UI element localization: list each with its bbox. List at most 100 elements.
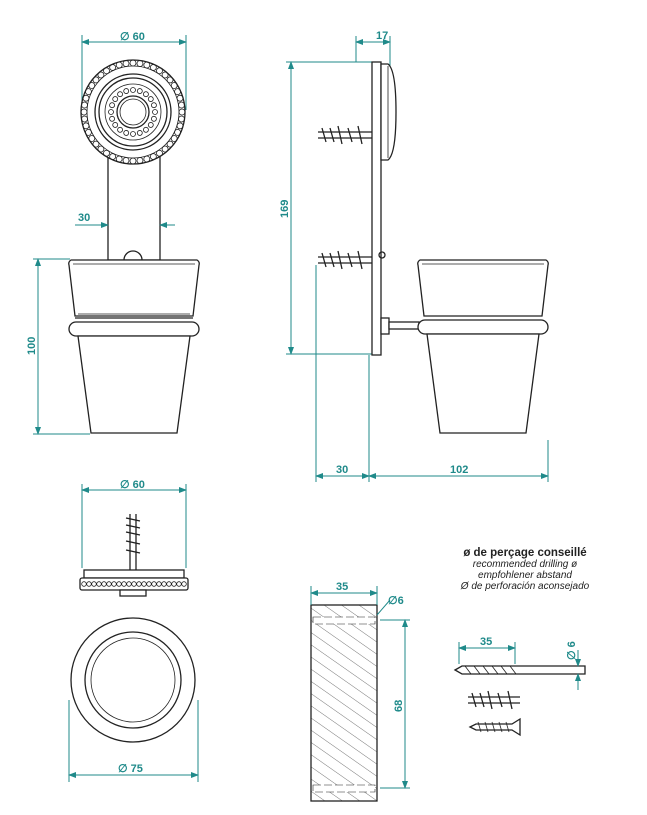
bead [103, 149, 110, 157]
bead [115, 155, 123, 163]
bead [82, 122, 90, 130]
bead [143, 126, 149, 133]
note-german: empfohlener abstand [478, 570, 572, 581]
front-view: ∅ 60 30 100 [26, 31, 200, 435]
bead [103, 67, 110, 75]
bead [85, 88, 92, 96]
bead [92, 140, 100, 148]
bead [176, 122, 184, 130]
drill-diameter-label: ∅ 6 [566, 641, 578, 660]
bead [116, 581, 122, 587]
bead [129, 59, 137, 67]
rosette-front [80, 59, 186, 165]
bead [136, 60, 144, 67]
bead [166, 140, 174, 148]
rosette-side [380, 63, 397, 161]
side-view: 17 169 30 102 [279, 30, 549, 482]
bead [143, 155, 151, 163]
drill-length-label: 35 [480, 636, 492, 648]
bead [151, 115, 157, 122]
front-diameter-label: ∅ 60 [120, 31, 145, 43]
wall-plug-upper [318, 125, 372, 145]
bead [80, 108, 88, 116]
bead [96, 581, 102, 587]
bead [166, 76, 174, 84]
bead [106, 581, 112, 587]
bead [122, 60, 130, 67]
bead [174, 88, 181, 96]
bead [156, 67, 163, 75]
section-depth-label: 35 [336, 581, 348, 593]
bead [115, 61, 123, 69]
note-spanish: Ø de perforación aconsejado [460, 581, 590, 592]
bead [121, 581, 127, 587]
screw-icon [468, 717, 521, 737]
bead [149, 153, 157, 160]
hole-diameter-label: ∅6 [388, 595, 404, 607]
bead [86, 581, 92, 587]
hole-spacing-label: 68 [393, 700, 405, 712]
bead [143, 91, 149, 98]
side-depth-label: 17 [376, 30, 388, 42]
bead [181, 581, 187, 587]
wall-plug-top [125, 514, 141, 570]
bead [91, 581, 97, 587]
drill-bit: 35 ∅ 6 [453, 636, 586, 690]
bead [122, 157, 130, 164]
side-height-label: 169 [279, 200, 291, 218]
bead [109, 102, 115, 109]
front-height-label: 100 [26, 337, 38, 355]
bead [147, 122, 154, 128]
bead [130, 131, 136, 137]
bead [136, 157, 144, 164]
bead [129, 157, 137, 165]
arm [107, 154, 161, 261]
bead [170, 135, 178, 142]
bead [108, 109, 114, 115]
bead [136, 88, 143, 94]
bead [82, 94, 90, 102]
bead [178, 101, 185, 109]
arm-width-label: 30 [78, 212, 90, 224]
bead [97, 145, 105, 153]
bead [178, 115, 185, 123]
bead [88, 135, 96, 142]
bead [161, 145, 169, 153]
cup-side [417, 259, 549, 434]
bead [109, 153, 117, 160]
bead [123, 130, 130, 136]
bead [136, 130, 143, 136]
bead [178, 108, 186, 116]
top-rosette-diameter-label: ∅ 60 [120, 479, 145, 491]
bead [123, 88, 130, 94]
bead [176, 94, 184, 102]
bead [81, 101, 88, 109]
bead [111, 581, 117, 587]
wall-section: 35 ∅6 68 [310, 581, 410, 802]
bead [151, 102, 157, 109]
bead [147, 96, 154, 102]
top-view: ∅ 60 ∅ 75 [68, 479, 199, 782]
projection-label: 102 [450, 464, 468, 476]
bead [97, 71, 105, 79]
bead [112, 96, 119, 102]
cup-top [70, 617, 196, 743]
backplate [371, 61, 382, 356]
bead [109, 64, 117, 71]
bead [130, 87, 136, 93]
cup-front [68, 259, 200, 434]
bead [109, 115, 115, 122]
bead [152, 109, 158, 115]
bead [88, 82, 96, 89]
drilling-note: ø de perçage conseillé recommended drill… [430, 547, 620, 592]
note-english: recommended drilling ø [472, 559, 578, 570]
bead [149, 64, 157, 71]
bead [101, 581, 107, 587]
bead [156, 149, 163, 157]
bead [117, 91, 123, 98]
bead [81, 115, 88, 123]
wall-plug-icon [468, 690, 520, 710]
bead [170, 82, 178, 89]
